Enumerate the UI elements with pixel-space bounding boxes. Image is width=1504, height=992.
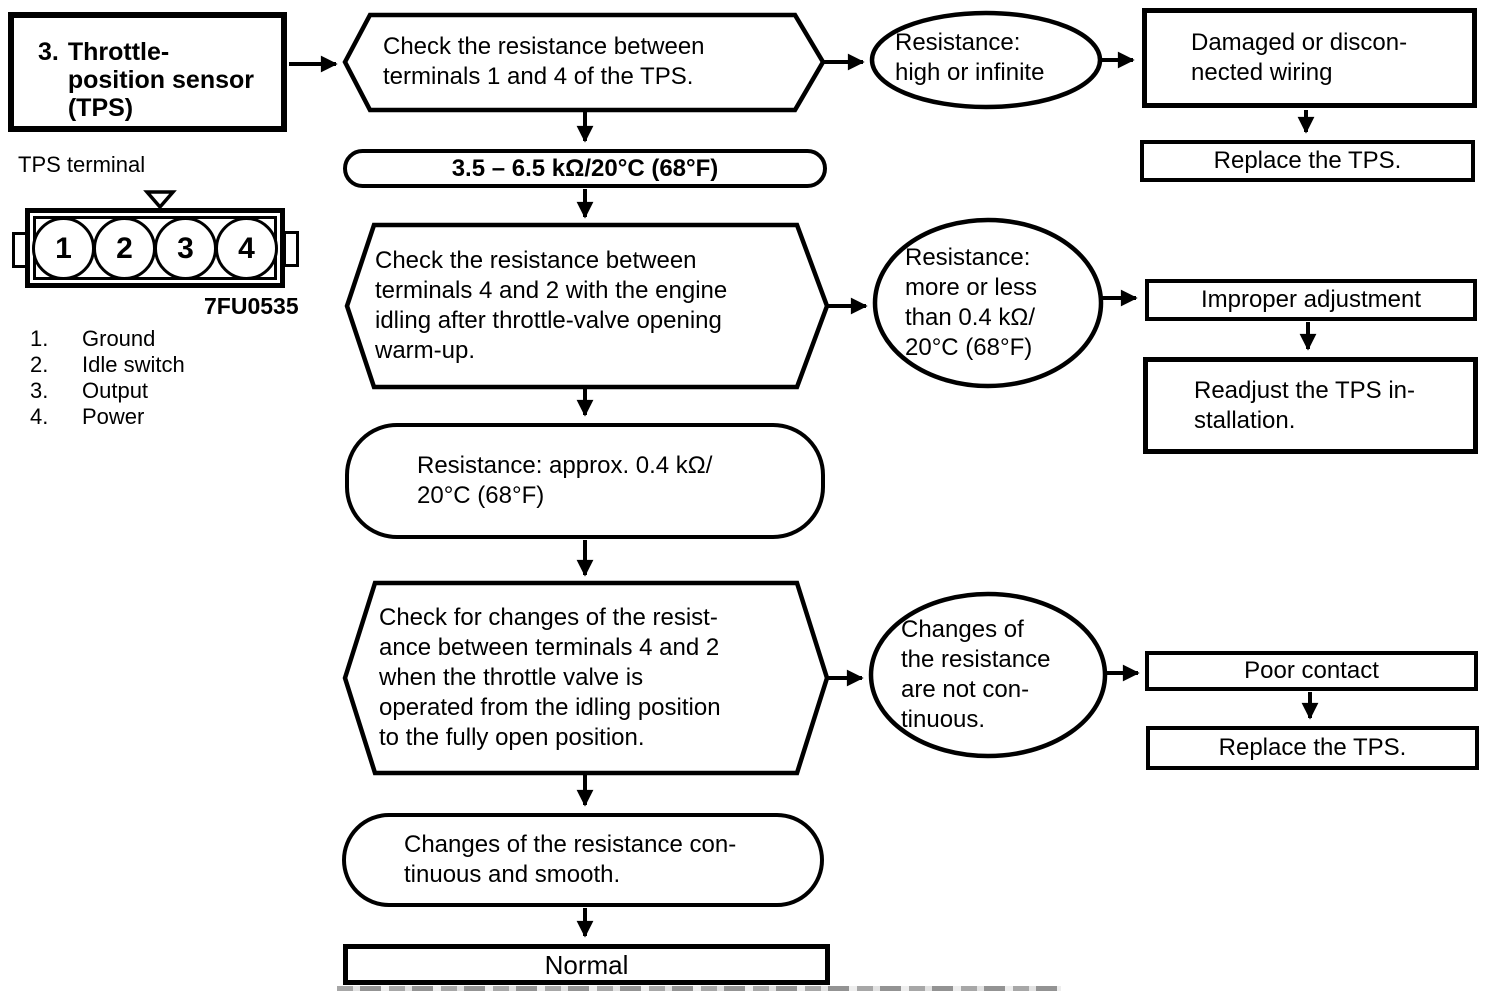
flow-arrows	[289, 51, 1319, 938]
outcome3-action-box: Replace the TPS.	[1146, 726, 1479, 770]
connector-right-tab	[283, 231, 299, 267]
section-title: Throttle- position sensor (TPS)	[67, 38, 254, 122]
legend-num: 1.	[30, 326, 49, 351]
figure-code: 7FU0535	[204, 293, 299, 319]
condition3-text: Changes of the resistance are not con- t…	[901, 616, 1051, 733]
section-title-box: 3. Throttle- position sensor (TPS)	[8, 12, 287, 132]
outcome3-cause-box: Poor contact	[1145, 651, 1478, 691]
legend-label: Output	[82, 378, 149, 403]
step1-hexagon	[342, 12, 826, 113]
condition1-ellipse	[869, 10, 1103, 110]
condition2-text: Resistance: more or less than 0.4 kΩ/ 20…	[905, 244, 1038, 361]
spec1-node: 3.5 – 6.5 kΩ/20°C (68°F)	[343, 149, 827, 188]
condition1-text: Resistance: high or infinite	[895, 29, 1045, 86]
legend-item-output: 3. Output	[30, 378, 185, 404]
section-number: 3.	[38, 38, 59, 66]
step2-hexagon	[344, 222, 830, 390]
outcome2-cause-box: Improper adjustment	[1145, 279, 1477, 321]
result3-node: Changes of the resistance con- tinuous a…	[342, 813, 824, 907]
connector-pin-1: 1	[32, 217, 95, 280]
outcome1-cause-box: Damaged or discon- nected wiring	[1142, 8, 1477, 108]
legend-item-idle-switch: 2. Idle switch	[30, 352, 185, 378]
pin-number: 1	[55, 231, 72, 265]
step3-hexagon	[342, 580, 830, 776]
result2-node: Resistance: approx. 0.4 kΩ/ 20°C (68°F)	[345, 423, 825, 539]
legend-label: Ground	[82, 326, 156, 351]
legend-num: 4.	[30, 404, 49, 429]
legend-num: 3.	[30, 378, 49, 403]
pin-number: 2	[116, 231, 133, 265]
connector-pin-2: 2	[93, 217, 156, 280]
legend-label: Power	[82, 404, 145, 429]
condition3-ellipse	[868, 591, 1108, 759]
scan-artifact	[337, 986, 1061, 991]
legend-num: 2.	[30, 352, 49, 377]
condition2-ellipse	[872, 217, 1104, 389]
legend-item-power: 4. Power	[30, 404, 185, 430]
connector-pin-4: 4	[215, 217, 278, 280]
pin-legend: 1. Ground 2. Idle switch 3. Output 4. Po…	[30, 326, 185, 430]
legend-item-ground: 1. Ground	[30, 326, 185, 352]
legend-label: Idle switch	[82, 352, 185, 377]
connector-label: TPS terminal	[18, 152, 146, 177]
normal-node: Normal	[343, 944, 830, 985]
connector-pin-3: 3	[154, 217, 217, 280]
outcome2-action-box: Readjust the TPS in- stallation.	[1143, 357, 1478, 454]
step1-text: Check the resistance between terminals 1…	[383, 33, 705, 90]
connector-key-triangle-icon	[143, 190, 177, 210]
outcome1-action-box: Replace the TPS.	[1140, 140, 1475, 182]
pin-number: 4	[238, 231, 255, 265]
step3-text: Check for changes of the resist- ance be…	[379, 604, 721, 751]
step2-text: Check the resistance between terminals 4…	[375, 247, 728, 364]
pin-number: 3	[177, 231, 194, 265]
